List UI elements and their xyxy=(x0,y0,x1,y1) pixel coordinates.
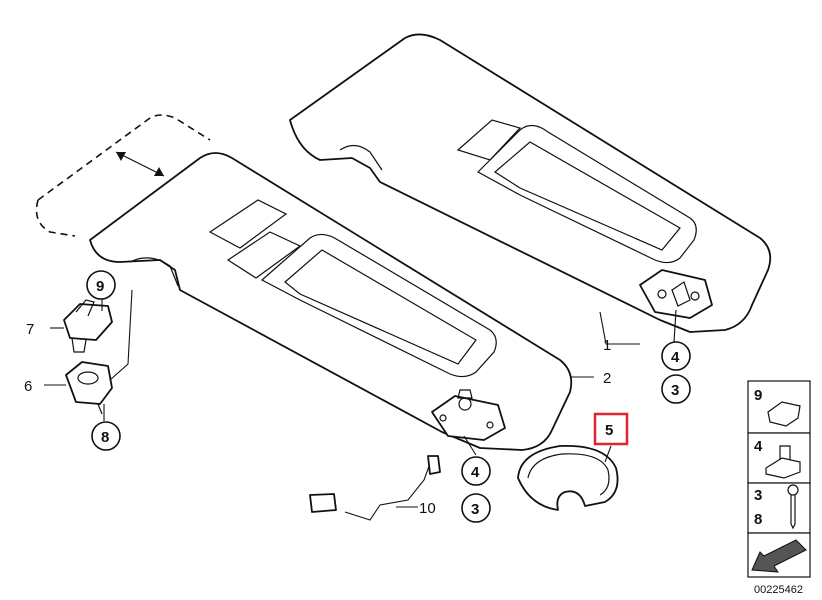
callout-3a: 3 xyxy=(671,382,679,399)
parts-legend: 9 4 3 8 00225462 xyxy=(747,380,811,596)
callout-4a-circle xyxy=(661,341,691,371)
visor-holder xyxy=(65,361,113,415)
legend-label-8: 8 xyxy=(754,511,762,528)
cable-harness xyxy=(309,455,441,521)
callout-8: 8 xyxy=(101,429,109,446)
mirror-cover xyxy=(517,444,619,511)
reference-number: 00225462 xyxy=(754,584,803,596)
nut-icon xyxy=(765,457,801,479)
callout-8-circle xyxy=(91,421,121,451)
arrow-icon xyxy=(751,539,807,573)
callout-3a-circle xyxy=(661,374,691,404)
leader-lines xyxy=(44,289,677,508)
callout-4b-circle xyxy=(461,456,491,486)
travel-outline xyxy=(35,114,211,237)
callout-10: 10 xyxy=(419,500,436,517)
callout-9: 9 xyxy=(96,278,104,295)
callout-4a: 4 xyxy=(671,349,680,366)
legend-label-9: 9 xyxy=(754,387,762,404)
legend-row-nut xyxy=(747,432,811,484)
legend-label-4: 4 xyxy=(754,438,763,455)
callout-3b-circle xyxy=(461,493,491,523)
highlight-box xyxy=(593,412,629,446)
callout-4b: 4 xyxy=(471,464,480,481)
sun-visor-right xyxy=(289,33,772,333)
legend-label-3: 3 xyxy=(754,487,762,504)
callout-5: 5 xyxy=(605,422,613,439)
callout-3b: 3 xyxy=(471,501,479,518)
clip-icon xyxy=(767,401,801,427)
callout-7: 7 xyxy=(26,321,34,338)
legend-row-screw xyxy=(747,482,811,534)
callout-1: 1 xyxy=(603,337,611,354)
clip-bracket xyxy=(63,299,113,353)
screw-icon xyxy=(787,484,799,496)
callout-6: 6 xyxy=(24,378,32,395)
callout-2: 2 xyxy=(603,370,611,387)
callouts: 1 2 10 7 6 9 8 4 3 4 3 5 xyxy=(24,270,691,523)
sun-visor-left xyxy=(89,152,573,451)
callout-9-circle xyxy=(86,270,116,300)
